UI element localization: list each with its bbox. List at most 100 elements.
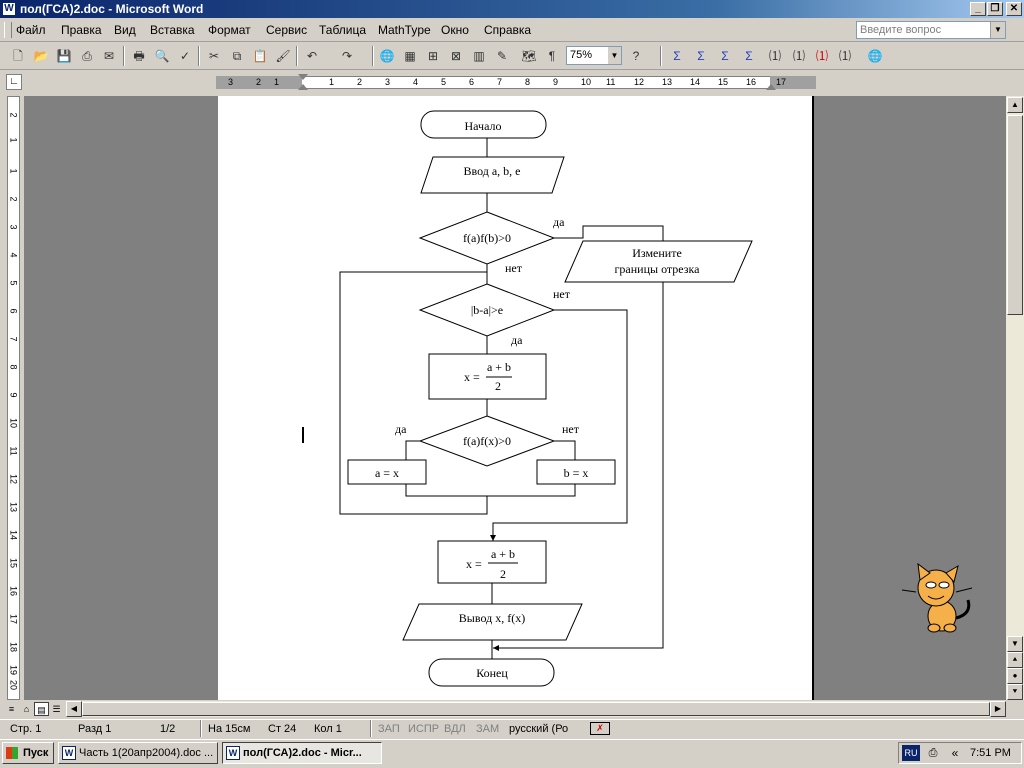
new-document-icon[interactable]: 🗋 bbox=[13, 49, 23, 63]
web-view-icon[interactable]: ⌂ bbox=[23, 704, 30, 714]
columns-icon[interactable]: ▥ bbox=[473, 49, 485, 63]
previous-page-button[interactable]: ⯅ bbox=[1007, 652, 1023, 668]
menu-view[interactable]: Вид bbox=[114, 23, 136, 37]
minimize-button[interactable]: _ bbox=[970, 2, 986, 16]
menu-tools[interactable]: Сервис bbox=[266, 23, 308, 37]
menu-edit[interactable]: Правка bbox=[61, 23, 102, 37]
first-line-indent-marker[interactable] bbox=[298, 74, 308, 80]
redo-icon[interactable]: ↷ bbox=[341, 49, 353, 63]
status-record-macro[interactable]: ЗАП bbox=[378, 723, 400, 735]
arrow-head bbox=[490, 535, 496, 541]
permission-icon[interactable]: ⎙ bbox=[82, 49, 92, 63]
show-formatting-icon[interactable]: ¶ bbox=[548, 49, 556, 63]
language-indicator[interactable]: RU bbox=[902, 745, 920, 761]
print-preview-icon[interactable]: 🔍 bbox=[154, 49, 170, 63]
menu-table[interactable]: Таблица bbox=[319, 23, 367, 37]
normal-view-icon[interactable]: ≡ bbox=[8, 704, 15, 714]
cond2-label: |b-a|>e bbox=[471, 303, 503, 317]
menu-file[interactable]: Файл bbox=[16, 23, 46, 37]
web-icon[interactable]: 🌐 bbox=[867, 49, 883, 63]
undo-icon[interactable]: ↶ bbox=[306, 49, 318, 63]
menu-mathtype[interactable]: MathType bbox=[378, 23, 431, 37]
tray-expand-icon[interactable]: « bbox=[951, 746, 959, 760]
next-page-button[interactable]: ⯆ bbox=[1007, 684, 1023, 700]
help-search-dropdown[interactable]: ▼ bbox=[990, 22, 1005, 38]
copy-icon[interactable]: ⧉ bbox=[232, 49, 242, 63]
print-icon[interactable]: 🖶 bbox=[133, 49, 145, 63]
sum-icon[interactable]: Σ bbox=[673, 49, 681, 63]
sum-over-icon[interactable]: Σ bbox=[721, 49, 729, 63]
office-assistant-cat-icon[interactable] bbox=[898, 560, 980, 634]
taskbar-item-doc2[interactable]: пол(ГСА)2.doc - Micr... bbox=[222, 742, 382, 764]
hanging-indent-marker[interactable] bbox=[298, 84, 308, 90]
status-line: Ст 24 bbox=[268, 723, 297, 735]
insert-excel-icon[interactable]: ⊠ bbox=[450, 49, 462, 63]
format-painter-icon[interactable]: 🖌 bbox=[275, 49, 291, 63]
sum-under-icon[interactable]: Σ bbox=[745, 49, 753, 63]
menu-window[interactable]: Окно bbox=[441, 23, 469, 37]
ruler-number: 10 bbox=[581, 77, 592, 87]
scroll-left-button[interactable]: ◀ bbox=[66, 701, 82, 717]
equation-refresh-icon[interactable]: ⑴ bbox=[838, 49, 851, 63]
status-column: Кол 1 bbox=[314, 723, 342, 735]
paste-icon[interactable]: 📋 bbox=[252, 49, 268, 63]
menu-help[interactable]: Справка bbox=[484, 23, 532, 37]
sum-below-icon[interactable]: Σ bbox=[697, 49, 705, 63]
document-map-icon[interactable]: 🗺 bbox=[521, 49, 537, 63]
menu-insert[interactable]: Вставка bbox=[150, 23, 195, 37]
status-bar bbox=[0, 719, 1024, 738]
open-icon[interactable]: 📂 bbox=[33, 49, 49, 63]
ruler-number: 17 bbox=[776, 77, 787, 87]
drawing-icon[interactable]: ✎ bbox=[496, 49, 508, 63]
insert-table-icon[interactable]: ⊞ bbox=[427, 49, 439, 63]
print-layout-view-icon[interactable]: ▤ bbox=[34, 702, 49, 716]
spelling-status-icon[interactable]: ✗ bbox=[590, 722, 610, 735]
output-parallelogram bbox=[402, 603, 583, 641]
word-app-icon[interactable]: W bbox=[2, 2, 16, 16]
help-search-input[interactable]: Введите вопрос bbox=[856, 21, 1006, 39]
cond1-yes-label: да bbox=[553, 215, 565, 229]
browse-object-button[interactable]: ● bbox=[1007, 668, 1023, 684]
taskbar-item-doc1[interactable]: Часть 1(20апр2004).doc ... bbox=[58, 742, 218, 764]
tables-borders-icon[interactable]: ▦ bbox=[404, 49, 416, 63]
spelling-icon[interactable]: ✓ bbox=[179, 49, 191, 63]
assign-b-process bbox=[536, 459, 616, 485]
restore-button[interactable]: ❐ bbox=[987, 2, 1003, 16]
equation-ref-icon[interactable]: ⑴ bbox=[792, 49, 805, 63]
outline-view-icon[interactable]: ☰ bbox=[52, 704, 61, 714]
menu-grip bbox=[4, 22, 12, 38]
scroll-right-button[interactable]: ▶ bbox=[990, 701, 1006, 717]
menu-format[interactable]: Формат bbox=[208, 23, 251, 37]
printer-tray-icon[interactable]: ⎙ bbox=[928, 747, 938, 759]
final-denominator: 2 bbox=[500, 567, 506, 581]
save-icon[interactable]: 💾 bbox=[56, 49, 72, 63]
zoom-dropdown-icon[interactable]: ▼ bbox=[608, 47, 621, 64]
hyperlink-icon[interactable]: 🌐 bbox=[379, 49, 395, 63]
input-parallelogram bbox=[420, 156, 565, 194]
vertical-ruler[interactable] bbox=[7, 96, 20, 700]
end-label: Конец bbox=[476, 666, 508, 680]
scroll-up-button[interactable]: ▲ bbox=[1007, 97, 1023, 113]
scroll-down-button[interactable]: ▼ bbox=[1007, 636, 1023, 652]
ruler-number: 16 bbox=[746, 77, 757, 87]
system-tray bbox=[898, 742, 1022, 764]
email-icon[interactable]: ✉ bbox=[103, 49, 115, 63]
help-icon[interactable]: ? bbox=[632, 49, 640, 63]
input-label: Ввод a, b, e bbox=[464, 164, 521, 178]
clock[interactable]: 7:51 PM bbox=[970, 747, 1011, 759]
equation-update-icon[interactable]: ⑴ bbox=[815, 49, 828, 63]
status-extend[interactable]: ВДЛ bbox=[444, 723, 466, 735]
start-button[interactable]: Пуск bbox=[2, 742, 54, 764]
close-button[interactable]: ✕ bbox=[1006, 2, 1022, 16]
vertical-scroll-thumb[interactable] bbox=[1007, 115, 1023, 315]
right-indent-marker[interactable] bbox=[766, 84, 776, 90]
horizontal-scroll-thumb[interactable] bbox=[82, 702, 990, 716]
status-language[interactable]: русский (Ро bbox=[509, 723, 569, 735]
equation-number-icon[interactable]: ⑴ bbox=[768, 49, 781, 63]
tab-stop-selector[interactable]: ∟ bbox=[6, 74, 22, 90]
status-overtype[interactable]: ЗАМ bbox=[476, 723, 500, 735]
assign-b-label: b = x bbox=[564, 466, 589, 480]
cut-icon[interactable]: ✂ bbox=[208, 49, 220, 63]
status-track-changes[interactable]: ИСПР bbox=[408, 723, 440, 735]
